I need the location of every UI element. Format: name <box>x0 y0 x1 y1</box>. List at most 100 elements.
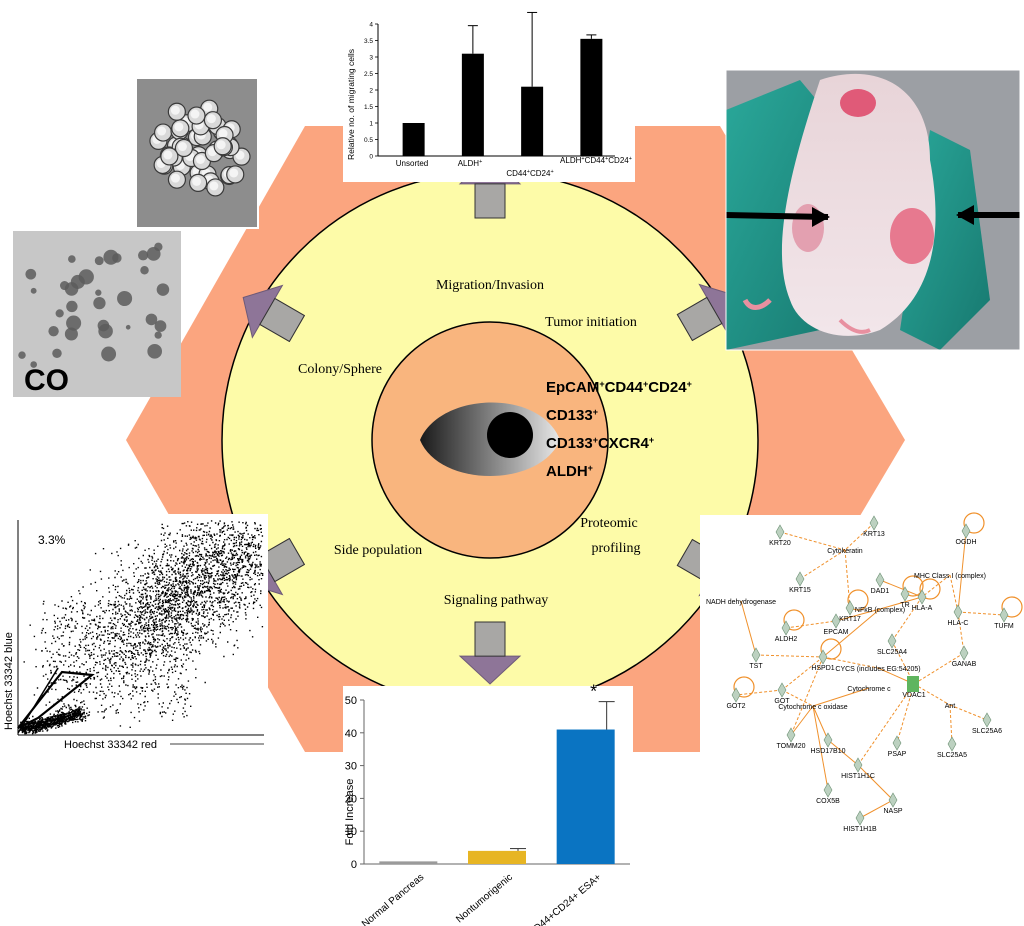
network-label-14: ALDH2 <box>775 636 798 643</box>
bottom-ytick-2: 20 <box>345 793 357 805</box>
label-proteomic-2: profiling <box>592 541 641 556</box>
network-label-19: GANAB <box>952 661 977 668</box>
network-node-20 <box>731 687 741 703</box>
network-label-21: GOT <box>774 698 790 705</box>
top-ylabel: Relative no. of migrating cells <box>346 49 356 160</box>
network-node-9 <box>900 586 910 602</box>
network-node-21 <box>777 682 787 698</box>
network-label-31: SLC25A5 <box>937 752 967 759</box>
network-edges <box>733 512 1023 819</box>
network-label-3: Cytokeratin <box>827 548 863 555</box>
network-label-34: NASP <box>883 808 902 815</box>
network-node-32 <box>853 757 863 773</box>
network-label-9: TR <box>900 602 909 609</box>
network-node-29 <box>823 732 833 748</box>
network-label-17: HSPD1 <box>811 665 834 672</box>
network-node-0 <box>775 524 785 540</box>
network-label-5: DAD1 <box>871 588 890 595</box>
network-label-27: Cytochrome c <box>847 686 891 693</box>
top-bar-3 <box>580 38 603 156</box>
network-node-26 <box>982 712 992 728</box>
bottom-significance: * <box>590 682 597 702</box>
colony-photo: CO <box>13 231 181 397</box>
top-ytick-7: 3.5 <box>364 38 373 45</box>
sphere-photo <box>135 77 259 229</box>
network-node-34 <box>888 792 898 808</box>
network-label-11: HLA-C <box>947 620 968 627</box>
label-side-population: Side population <box>334 543 422 558</box>
top-bar-0 <box>402 123 425 156</box>
network-label-16: TST <box>749 663 763 670</box>
network-label-20: GOT2 <box>726 703 745 710</box>
network-node-12 <box>999 607 1009 623</box>
top-xlabel-1: ALDH+ <box>458 159 483 168</box>
network-label-32: HIST1H1C <box>841 773 875 780</box>
network-node-35 <box>855 810 865 826</box>
flow-xlabel: Hoechst 33342 red <box>64 739 157 751</box>
marker-3: ALDH+ <box>546 463 593 480</box>
network-node-14 <box>781 620 791 636</box>
network-label-8: HLA-A <box>912 605 933 612</box>
network-label-18: SLC25A4 <box>877 649 907 656</box>
network-label-35: HIST1H1B <box>843 826 877 833</box>
bottom-ytick-5: 50 <box>345 695 357 707</box>
arrow-tumor <box>676 283 740 342</box>
network-node-31 <box>947 736 957 752</box>
label-signaling: Signaling pathway <box>444 593 549 608</box>
network-node-1 <box>869 515 879 531</box>
top-ytick-8: 4 <box>369 22 373 29</box>
top-xlabel-3: ALDH+CD44+CD24+ <box>560 156 632 165</box>
bottom-ytick-4: 40 <box>345 728 357 740</box>
bottom-ytick-3: 30 <box>345 761 357 773</box>
network-label-6: KRT17 <box>839 616 861 623</box>
network-label-24: VDAC1 <box>902 692 925 699</box>
bottom-ylabel: Fold Increase <box>344 779 356 846</box>
marker-0: EpCAM+CD44+CD24+ <box>546 379 692 396</box>
network-label-26: SLC25A6 <box>972 728 1002 735</box>
network-label-0: KRT20 <box>769 540 791 547</box>
label-proteomic-1: Proteomic <box>580 516 638 531</box>
network-label-2: OGDH <box>956 539 977 546</box>
top-ytick-5: 2.5 <box>364 71 373 78</box>
network-node-2 <box>961 523 971 539</box>
top-xlabel-2: CD44+CD24+ <box>506 169 553 178</box>
network-node-30 <box>892 735 902 751</box>
label-tumor-initiation: Tumor initiation <box>545 315 637 330</box>
network-label-22: CYCS (includes EG:54205) <box>835 666 920 673</box>
top-ytick-0: 0 <box>369 154 373 161</box>
network-node-33 <box>823 782 833 798</box>
top-ytick-4: 2 <box>369 88 373 95</box>
network-label-13: NADH dehydrogenase <box>706 599 776 606</box>
arrow-group <box>242 155 740 685</box>
network-label-10: NFkB (complex) <box>855 607 905 614</box>
mouse-photo <box>725 69 1021 351</box>
top-bar-1 <box>461 53 484 157</box>
network-label-4: KRT15 <box>789 587 811 594</box>
top-xlabel-0: Unsorted <box>396 159 428 168</box>
network-node-4 <box>795 571 805 587</box>
top-ytick-2: 1 <box>369 121 373 128</box>
bottom-ytick-1: 10 <box>345 826 357 838</box>
label-migration: Migration/Invasion <box>436 278 544 293</box>
marker-2: CD133+CXCR4+ <box>546 435 654 452</box>
marker-list: EpCAM+CD44+CD24+CD133+CD133+CXCR4+ALDH+ <box>546 379 692 480</box>
colony-label: CO <box>24 364 69 397</box>
bottom-bar-0 <box>379 861 438 864</box>
bottom-bar-2 <box>556 729 615 864</box>
top-ytick-3: 1.5 <box>364 104 373 111</box>
network-node-15 <box>831 613 841 629</box>
bottom-ytick-0: 0 <box>351 859 357 871</box>
flow-cytometry-plot: 3.3% Hoechst 33342 red Hoechst 33342 blu… <box>0 514 268 751</box>
network-label-23: Cytochrome c oxidase <box>778 704 847 711</box>
network-node-5 <box>875 572 885 588</box>
network-node-11 <box>953 604 963 620</box>
top-bar-2 <box>521 86 544 156</box>
network-label-1: KRT13 <box>863 531 885 538</box>
network-node-28 <box>786 727 796 743</box>
network-label-30: PSAP <box>888 751 907 758</box>
label-colony-sphere: Colony/Sphere <box>298 362 382 377</box>
network-node-6 <box>845 600 855 616</box>
flow-percent: 3.3% <box>38 533 66 547</box>
